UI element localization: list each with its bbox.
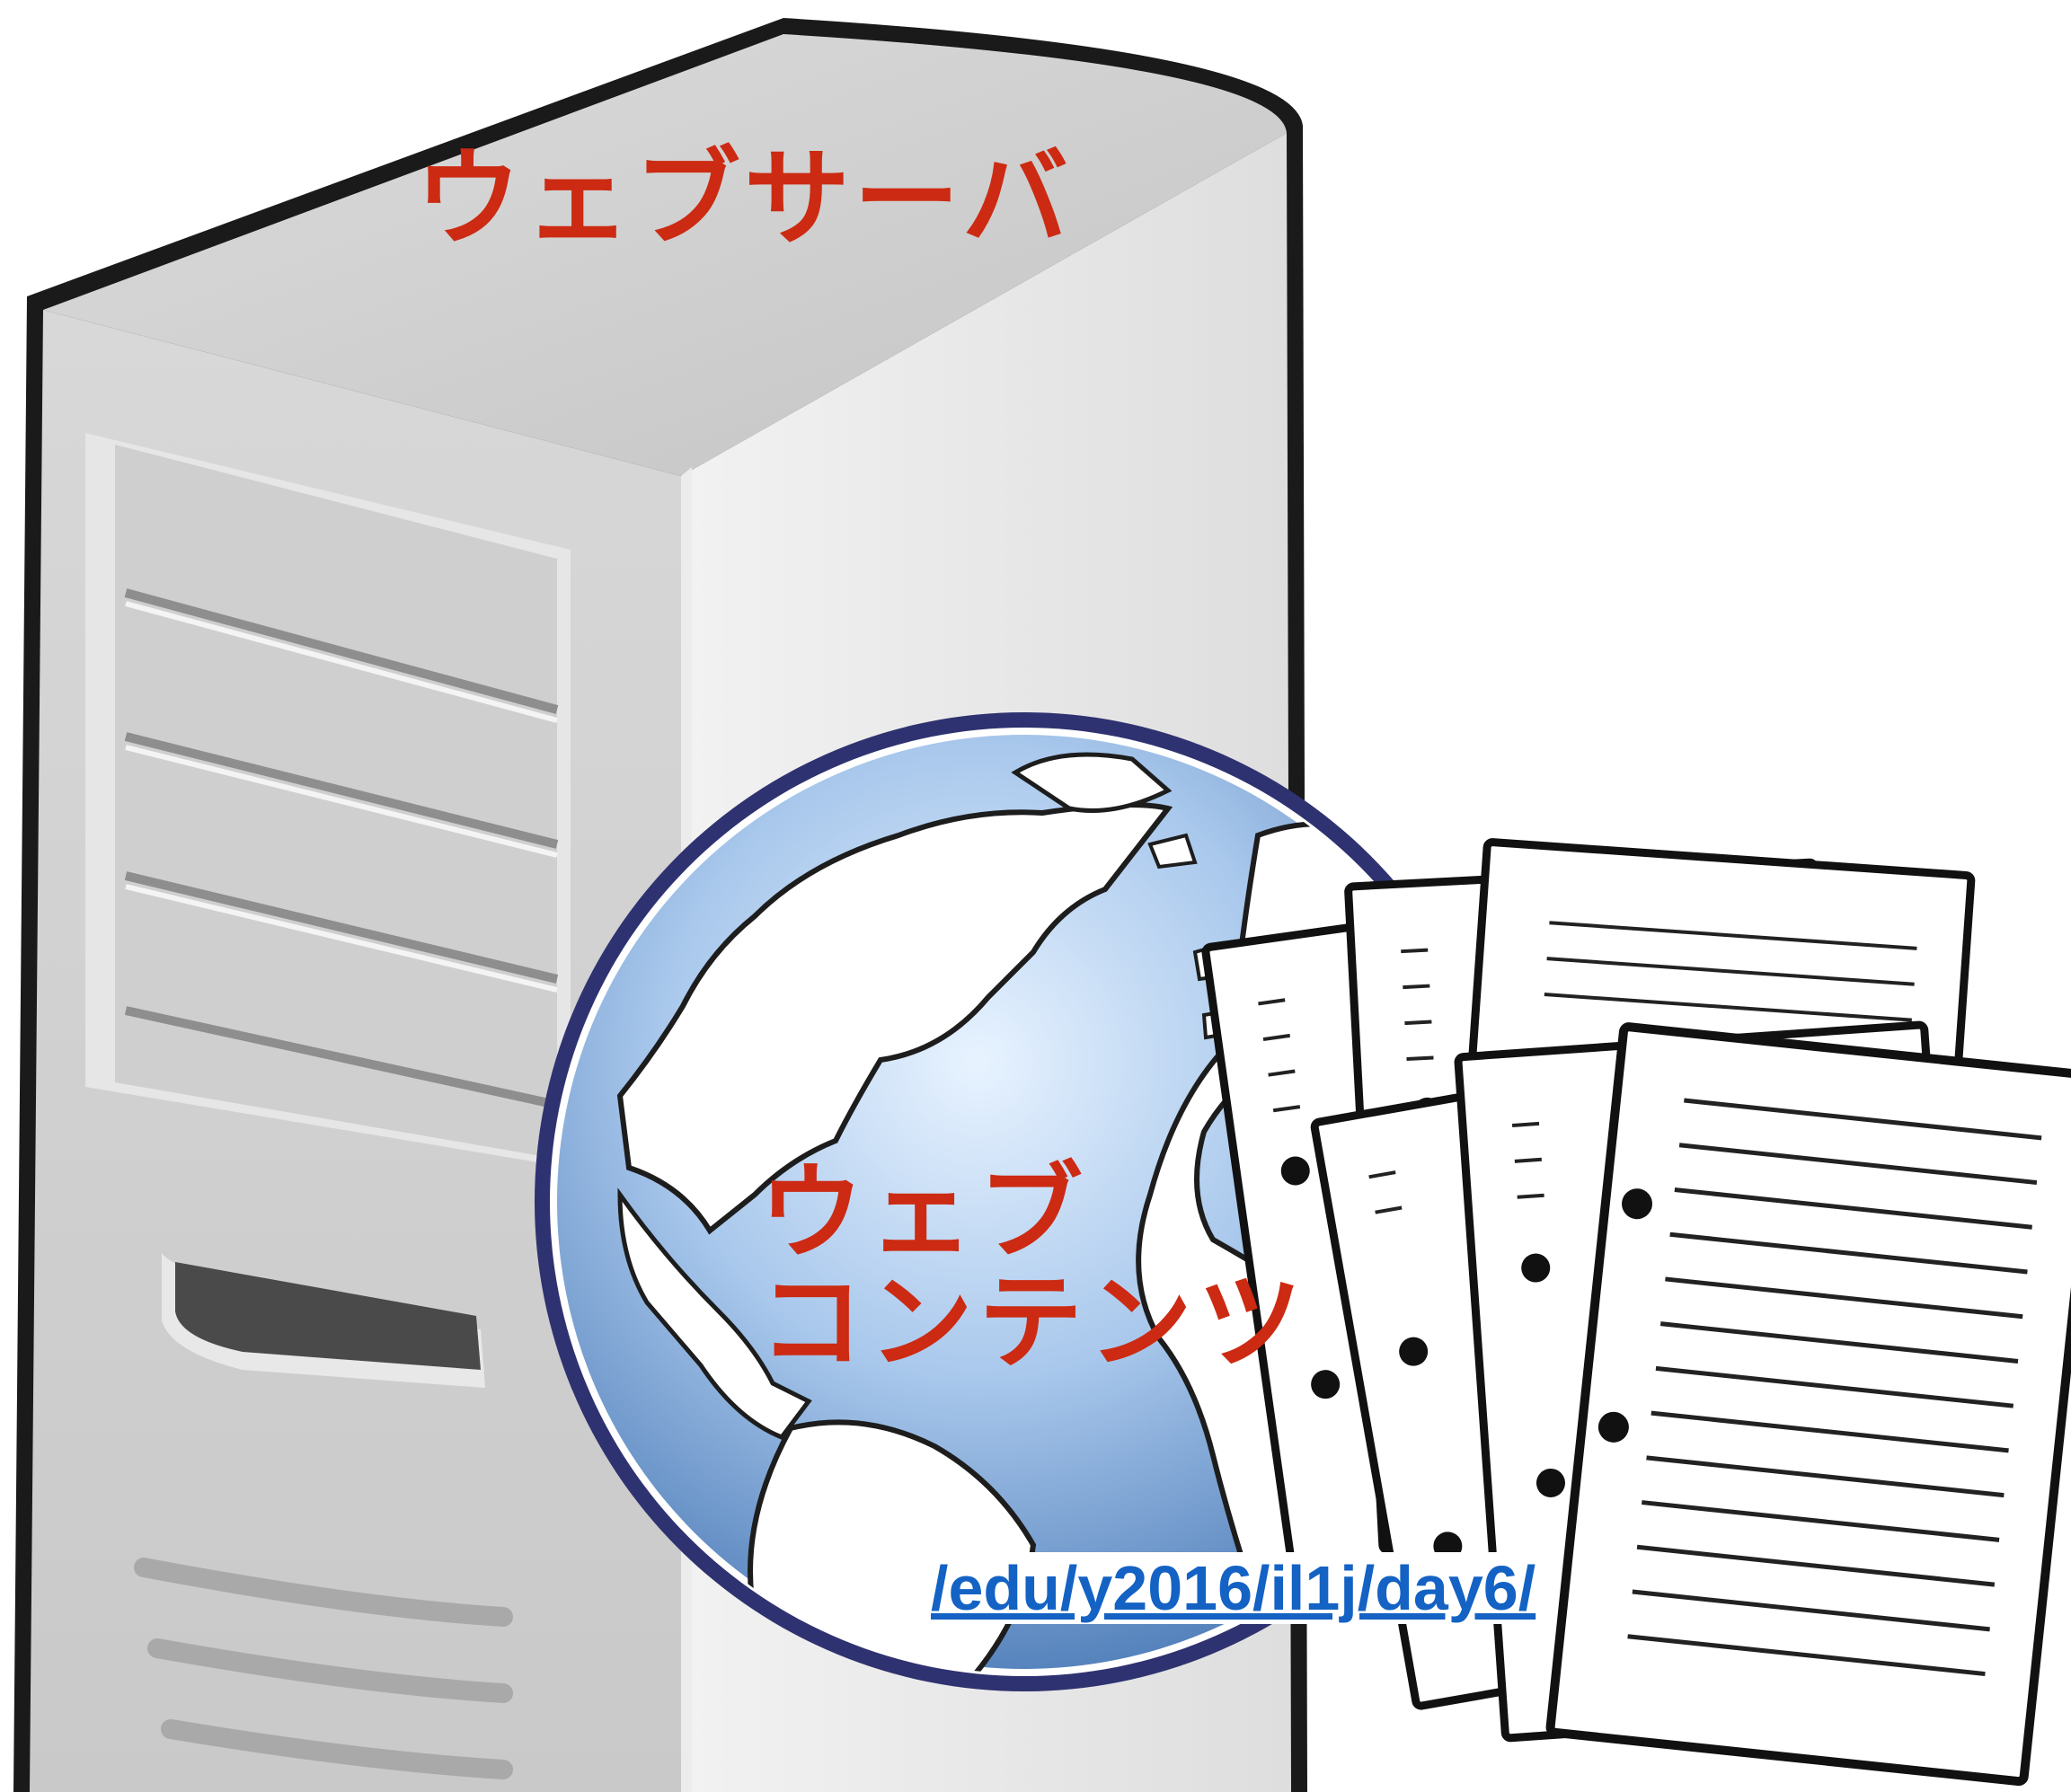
- web-content-label-line2: コンテンツ: [759, 1261, 1307, 1383]
- documents-icon: [1201, 838, 2071, 1787]
- web-content-label-line1: ウェブ: [759, 1152, 1088, 1274]
- content-path-link[interactable]: /edu/y2016/il1j/day6/: [925, 1552, 1542, 1624]
- web-content-label: ウェブ コンテンツ: [759, 1159, 1307, 1378]
- server-icon: [13, 18, 1307, 1792]
- web-server-label: ウェブサーバ: [415, 137, 1072, 260]
